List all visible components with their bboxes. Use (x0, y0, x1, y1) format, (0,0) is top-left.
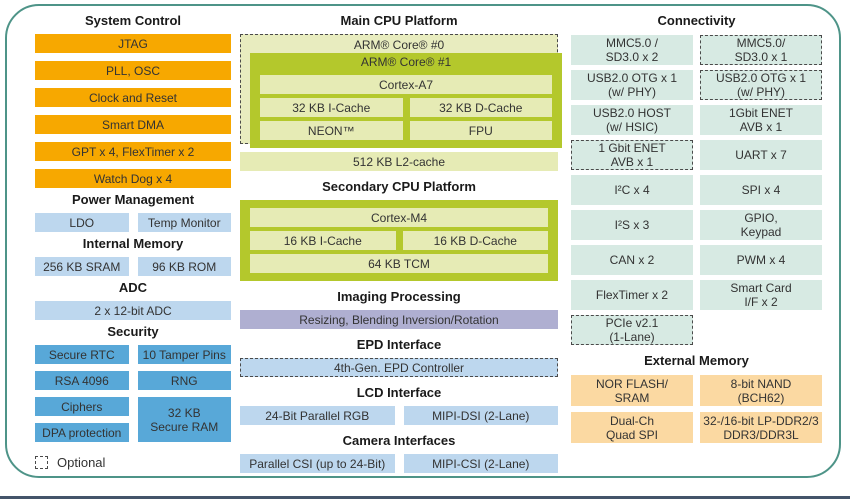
block-1gbit-enet-avb-optional: 1 Gbit ENET AVB x 1 (571, 140, 693, 170)
section-title-internal-memory: Internal Memory (82, 236, 184, 251)
block-usb2-host-hsic: USB2.0 HOST (w/ HSIC) (571, 105, 693, 135)
block-pll-osc: PLL, OSC (35, 61, 231, 80)
arm-core0-box: ARM® Core® #0 ARM® Core® #1 Cortex-A7 32… (240, 34, 562, 148)
block-parallel-rgb: 24-Bit Parallel RGB (240, 406, 395, 425)
block-cortex-m4: Cortex-M4 (250, 208, 548, 227)
block-can: CAN x 2 (571, 245, 693, 275)
block-quad-spi: Dual-Ch Quad SPI (571, 412, 693, 443)
block-nand: 8-bit NAND (BCH62) (700, 375, 822, 406)
block-parallel-csi: Parallel CSI (up to 24-Bit) (240, 454, 395, 473)
block-cortex-a7: Cortex-A7 (260, 75, 552, 94)
section-title-system-control: System Control (84, 13, 182, 28)
block-pwm: PWM x 4 (700, 245, 822, 275)
block-mmc5-sd3-x2: MMC5.0 / SD3.0 x 2 (571, 35, 693, 65)
block-spi: SPI x 4 (700, 175, 822, 205)
right-column: Connectivity MMC5.0 / SD3.0 x 2 MMC5.0/ … (571, 12, 822, 443)
block-a7-icache: 32 KB I-Cache (260, 98, 403, 117)
block-1gbit-enet-avb: 1Gbit ENET AVB x 1 (700, 105, 822, 135)
arm-core0-label: ARM® Core® #0 (353, 38, 445, 52)
block-flextimer: FlexTimer x 2 (571, 280, 693, 310)
section-title-adc: ADC (118, 280, 148, 295)
optional-legend-label: Optional (57, 455, 106, 470)
block-gpio-keypad: GPIO, Keypad (700, 210, 822, 240)
block-usb2-otg-phy: USB2.0 OTG x 1 (w/ PHY) (571, 70, 693, 100)
left-column: System Control JTAG PLL, OSC Clock and R… (35, 12, 231, 470)
block-temp-monitor: Temp Monitor (137, 213, 231, 232)
section-title-power-management: Power Management (71, 192, 195, 207)
block-uart: UART x 7 (700, 140, 822, 170)
block-ddr: 32-/16-bit LP-DDR2/3 DDR3/DDR3L (700, 412, 822, 443)
block-jtag: JTAG (35, 34, 231, 53)
block-a7-dcache: 32 KB D-Cache (409, 98, 552, 117)
arm-core1-box: ARM® Core® #1 Cortex-A7 32 KB I-Cache 32… (250, 53, 562, 148)
block-pcie-optional: PCIe v2.1 (1-Lane) (571, 315, 693, 345)
bottom-divider-line (0, 496, 850, 499)
middle-column: Main CPU Platform ARM® Core® #0 ARM® Cor… (240, 12, 562, 473)
block-m4-icache: 16 KB I-Cache (250, 231, 396, 250)
block-rsa-4096: RSA 4096 (35, 371, 129, 390)
optional-legend: Optional (35, 455, 231, 470)
section-title-imaging: Imaging Processing (337, 289, 461, 304)
block-smart-dma: Smart DMA (35, 115, 231, 134)
connectivity-blocks: MMC5.0 / SD3.0 x 2 MMC5.0/ SD3.0 x 1 USB… (571, 35, 822, 345)
block-adc: 2 x 12-bit ADC (35, 301, 231, 320)
cortex-m4-box: Cortex-M4 16 KB I-Cache 16 KB D-Cache 64… (240, 200, 558, 281)
internal-memory-blocks: 256 KB SRAM 96 KB ROM (35, 257, 231, 276)
block-nor-flash-sram: NOR FLASH/ SRAM (571, 375, 693, 406)
block-m4-dcache: 16 KB D-Cache (402, 231, 548, 250)
section-title-main-cpu: Main CPU Platform (340, 13, 458, 28)
block-mipi-csi: MIPI-CSI (2-Lane) (403, 454, 558, 473)
block-neon: NEON™ (260, 121, 403, 140)
block-secure-rtc: Secure RTC (35, 345, 129, 364)
block-mmc5-sd3-x1-optional: MMC5.0/ SD3.0 x 1 (700, 35, 822, 65)
block-tamper-pins: 10 Tamper Pins (137, 345, 231, 364)
arm-core1-label: ARM® Core® #1 (360, 55, 452, 69)
section-title-connectivity: Connectivity (657, 13, 736, 28)
block-imaging-processing: Resizing, Blending Inversion/Rotation (240, 310, 558, 329)
external-memory-blocks: NOR FLASH/ SRAM 8-bit NAND (BCH62) Dual-… (571, 375, 822, 443)
block-rom: 96 KB ROM (137, 257, 231, 276)
block-epd-controller: 4th-Gen. EPD Controller (240, 358, 558, 377)
section-title-secondary-cpu: Secondary CPU Platform (322, 179, 476, 194)
section-title-epd: EPD Interface (356, 337, 442, 352)
block-sram: 256 KB SRAM (35, 257, 129, 276)
block-clock-and-reset: Clock and Reset (35, 88, 231, 107)
block-i2s: I²S x 3 (571, 210, 693, 240)
block-mipi-dsi: MIPI-DSI (2-Lane) (403, 406, 558, 425)
block-gpt-flextimer: GPT x 4, FlexTimer x 2 (35, 142, 231, 161)
system-control-blocks: JTAG PLL, OSC Clock and Reset Smart DMA … (35, 34, 231, 188)
block-usb2-otg-phy-optional: USB2.0 OTG x 1 (w/ PHY) (700, 70, 822, 100)
section-title-security: Security (107, 324, 159, 339)
block-tcm: 64 KB TCM (250, 254, 548, 273)
block-fpu: FPU (409, 121, 552, 140)
security-blocks: Secure RTC 10 Tamper Pins RSA 4096 RNG C… (35, 345, 231, 442)
section-title-lcd: LCD Interface (356, 385, 442, 400)
block-rng: RNG (137, 371, 231, 390)
block-l2-cache: 512 KB L2-cache (240, 152, 558, 171)
block-ldo: LDO (35, 213, 129, 232)
block-ciphers: Ciphers (35, 397, 129, 416)
block-i2c: I²C x 4 (571, 175, 693, 205)
power-management-blocks: LDO Temp Monitor (35, 213, 231, 232)
block-dpa-protection: DPA protection (35, 423, 129, 442)
block-smart-card: Smart Card I/F x 2 (700, 280, 822, 310)
section-title-camera: Camera Interfaces (342, 433, 456, 448)
block-secure-ram: 32 KB Secure RAM (137, 397, 231, 442)
camera-blocks: Parallel CSI (up to 24-Bit) MIPI-CSI (2-… (240, 454, 558, 473)
optional-dashed-swatch (35, 456, 48, 469)
block-watchdog: Watch Dog x 4 (35, 169, 231, 188)
lcd-blocks: 24-Bit Parallel RGB MIPI-DSI (2-Lane) (240, 406, 558, 425)
section-title-external-memory: External Memory (644, 353, 749, 368)
